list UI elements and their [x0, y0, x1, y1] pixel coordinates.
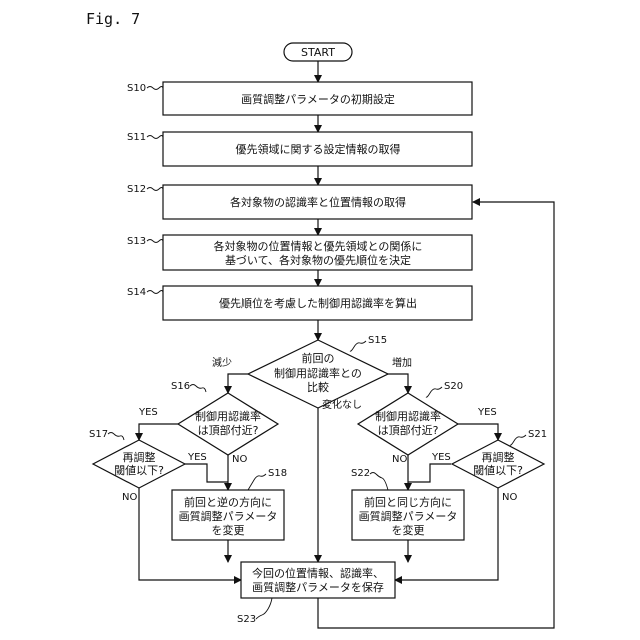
node-text: 各対象物の認識率と位置情報の取得	[230, 195, 406, 209]
node-text: 制御用認識率	[195, 409, 261, 423]
node-text: 今回の位置情報、認識率、	[252, 566, 384, 580]
process-s10: 画質調整パラメータの初期設定	[163, 82, 472, 115]
node-text: 画質調整パラメータを保存	[252, 580, 384, 594]
node-text: 画質調整パラメータ	[359, 509, 458, 523]
branch-label-increase: 増加	[392, 356, 412, 369]
node-text: 前回の	[302, 351, 335, 365]
node-text: 基づいて、各対象物の優先順位を決定	[225, 253, 411, 267]
node-text: START	[301, 46, 335, 59]
node-text: 優先順位を考慮した制御用認識率を算出	[219, 296, 417, 310]
node-text: を変更	[212, 523, 245, 537]
node-text: 制御用認識率との	[274, 366, 362, 380]
decision-s21: 再調整 閾値以下?	[452, 440, 544, 488]
process-s11: 優先領域に関する設定情報の取得	[163, 132, 472, 166]
process-s18: 前回と逆の方向に 画質調整パラメータ を変更	[172, 490, 284, 540]
decision-s16: 制御用認識率 は頂部付近?	[178, 393, 278, 455]
step-label-s12: S12	[127, 184, 146, 195]
branch-label-s17-yes: YES	[187, 452, 207, 463]
node-text: 前回と逆の方向に	[184, 495, 272, 509]
node-text: を変更	[392, 523, 425, 537]
node-text: 比較	[307, 380, 329, 394]
node-text: 画質調整パラメータの初期設定	[241, 92, 395, 106]
figure-label: Fig. 7	[86, 10, 140, 28]
decision-s15: 前回の 制御用認識率との 比較	[248, 340, 388, 408]
process-s23: 今回の位置情報、認識率、 画質調整パラメータを保存	[241, 562, 395, 598]
node-text: 再調整	[482, 450, 515, 464]
step-label-s10: S10	[127, 83, 146, 94]
branch-label-s17-no: NO	[122, 492, 137, 503]
step-label-s11: S11	[127, 132, 146, 143]
start-node: START	[284, 43, 352, 61]
process-s12: 各対象物の認識率と位置情報の取得	[163, 185, 472, 219]
step-label-s16: S16	[171, 381, 190, 392]
node-text: 優先領域に関する設定情報の取得	[236, 142, 401, 156]
process-s14: 優先順位を考慮した制御用認識率を算出	[163, 286, 472, 320]
step-label-s15: S15	[368, 335, 387, 346]
step-label-s23: S23	[237, 614, 256, 625]
node-text: 閾値以下?	[473, 464, 523, 477]
branch-label-s21-no: NO	[502, 492, 517, 503]
process-s13: 各対象物の位置情報と優先領域との関係に 基づいて、各対象物の優先順位を決定	[163, 235, 472, 270]
step-label-s20: S20	[444, 381, 463, 392]
node-text: は頂部付近?	[198, 423, 259, 437]
branch-label-s21-yes: YES	[431, 452, 451, 463]
step-label-s14: S14	[127, 287, 146, 298]
branch-label-s16-no: NO	[232, 454, 247, 465]
node-text: 再調整	[123, 450, 156, 464]
node-text: 画質調整パラメータ	[179, 509, 278, 523]
step-label-s13: S13	[127, 236, 146, 247]
step-label-s21: S21	[528, 429, 547, 440]
branch-label-s20-no: NO	[392, 454, 407, 465]
branch-label-s16-yes: YES	[138, 407, 158, 418]
decision-s20: 制御用認識率 は頂部付近?	[358, 393, 458, 455]
step-label-s17: S17	[89, 429, 108, 440]
branch-label-s20-yes: YES	[477, 407, 497, 418]
branch-label-no-change: 変化なし	[322, 398, 362, 411]
step-label-s22: S22	[351, 468, 370, 479]
branch-label-decrease: 減少	[212, 356, 232, 369]
node-text: 閾値以下?	[114, 464, 164, 477]
decision-s17: 再調整 閾値以下?	[93, 440, 185, 488]
node-text: 各対象物の位置情報と優先領域との関係に	[214, 239, 423, 253]
node-text: 制御用認識率	[375, 409, 441, 423]
node-text: は頂部付近?	[378, 423, 439, 437]
step-label-s18: S18	[268, 468, 287, 479]
node-text: 前回と同じ方向に	[364, 495, 452, 509]
process-s22: 前回と同じ方向に 画質調整パラメータ を変更	[352, 490, 464, 540]
